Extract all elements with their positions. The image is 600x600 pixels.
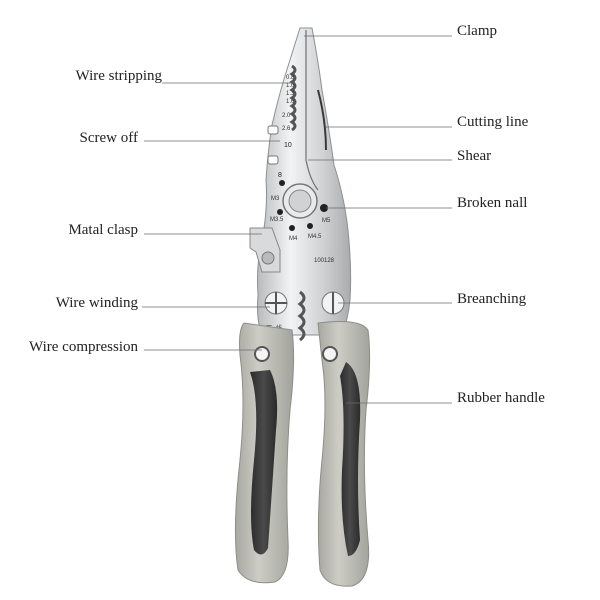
label-rubber-handle: Rubber handle [457,390,545,406]
right-handle [317,321,371,587]
thread-size: M4.5 [308,234,322,240]
strip-size: 0.8 [286,75,295,81]
thread-size: M5 [322,218,331,224]
thread-size: M3.5 [270,217,284,223]
leader-lines [142,35,452,404]
left-handle [234,322,295,584]
right-rubber [340,362,361,556]
label-shear: Shear [457,148,492,164]
screw-size-small: 8 [278,172,282,179]
label-breanching: Breanching [457,291,527,307]
strip-size: 1.6 [286,99,295,105]
label-screw-off: Screw off [79,130,138,146]
label-wire-winding: Wire winding [55,295,138,311]
screw-size: 10 [284,142,292,149]
model-number: 100128 [314,258,335,264]
label-wire-stripping: Wire stripping [75,68,162,84]
label-cutting-line: Cutting line [457,114,529,130]
label-wire-compression: Wire compression [29,339,138,355]
strip-size: 2.0 [282,113,291,119]
strip-size: 2.6 [282,126,291,132]
thread-size: M3 [271,196,280,202]
plier-head [249,27,352,342]
thread-size: M4 [289,236,298,242]
label-clamp: Clamp [457,23,497,39]
label-broken-nall: Broken nall [457,195,528,211]
strip-size: 1.0 [286,83,295,89]
left-rubber [250,370,278,555]
stripping-teeth [289,64,297,132]
strip-size: 1.3 [286,91,295,97]
label-matal-clasp: Matal clasp [68,222,138,238]
